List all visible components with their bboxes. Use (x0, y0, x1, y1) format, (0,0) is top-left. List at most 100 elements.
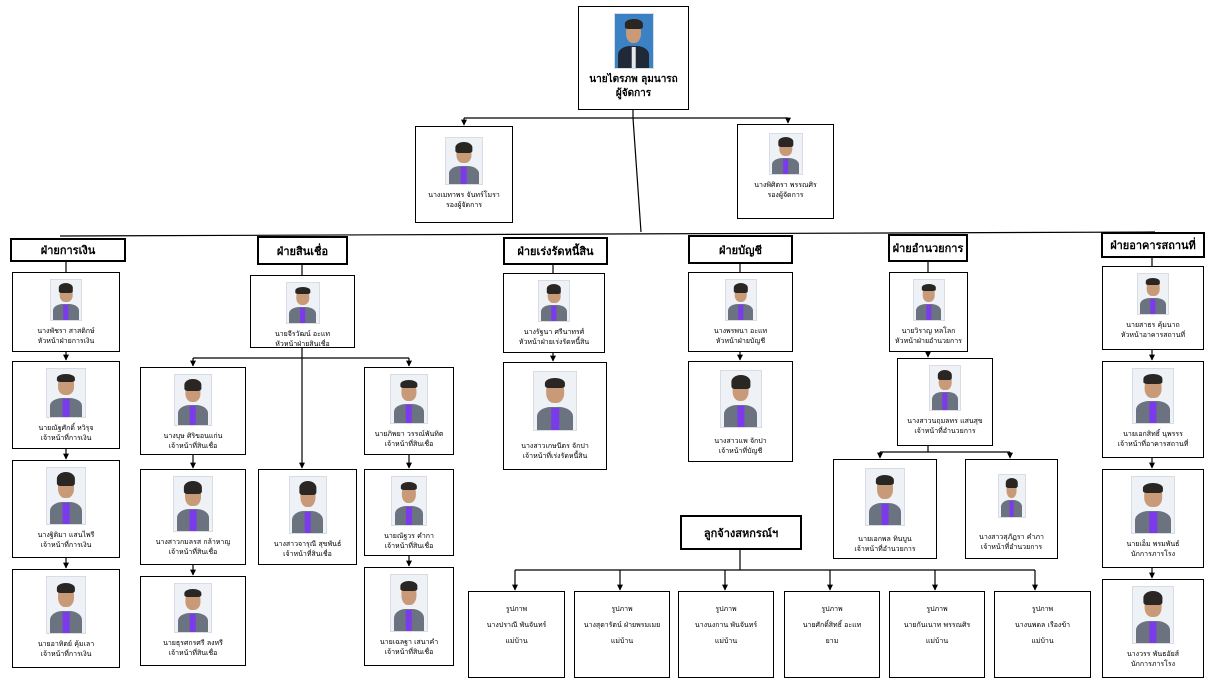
credit-right-3-name: นายเฉลฐา เสนาคำ (379, 638, 439, 646)
building-head-box[interactable]: นายสาธร คุ้มนาถ หัวหน้าอาคารสถานที่ (1102, 266, 1204, 350)
building-staff-2-name: นายเอ็ม พรมพันธ์ (1126, 540, 1180, 548)
credit-left-box-3[interactable]: นายธุรศกรศรี ลงหรี เจ้าหน้าที่สินเชื่อ (140, 576, 246, 666)
collection-head-name: นางรัฐนา ศรีนาทรศ์ (523, 328, 585, 336)
coop-member-box-4[interactable]: รูปภาพ นายศักดิ์สิทธิ์ อะแท ยาม (784, 591, 880, 678)
coop-member-box-1[interactable]: รูปภาพ นางปราณี พันจันทร์ แม่บ้าน (468, 591, 565, 678)
credit-left-3-name: นายธุรศกรศรี ลงหรี (163, 639, 223, 647)
coop-member-2-position: แม่บ้าน (610, 637, 634, 645)
finance-head-box[interactable]: นางพัชรา สาสติกษ์ หัวหน้าฝ่ายการเงิน (12, 272, 120, 352)
finance-staff-1-photo (46, 368, 86, 418)
accounting-staff-name: นางสาวแพ จักปา (714, 437, 767, 445)
coop-member-box-6[interactable]: รูปภาพ นางนพดล เรืองข้า แม่บ้าน (994, 591, 1091, 678)
admin-sub-2-photo (997, 474, 1026, 518)
finance-staff-box-2[interactable]: นางฐิติมา แสนไพรี เจ้าหน้าที่การเงิน (12, 460, 120, 558)
credit-right-1-photo (390, 374, 428, 424)
admin-sub-1-name: นายเอกพล ทินบูน (858, 535, 912, 543)
finance-staff-2-position: เจ้าหน้าที่การเงิน (40, 541, 92, 549)
finance-staff-3-position: เจ้าหน้าที่การเงิน (40, 650, 92, 658)
accounting-staff-box[interactable]: นางสาวแพ จักปา เจ้าหน้าที่บัญชี (688, 361, 793, 462)
finance-staff-box-1[interactable]: นายณัฐศักดิ์ หวิรุจ เจ้าหน้าที่การเงิน (12, 361, 120, 449)
coop-member-1-name: นางปราณี พันจันทร์ (486, 621, 547, 629)
credit-right-box-2[interactable]: นายณัฐวร คำกา เจ้าหน้าที่สินเชื่อ (364, 469, 454, 556)
admin-sub-1-photo (865, 468, 905, 526)
admin-sub-box-2[interactable]: นางสาวสุภัฏรา คำภา เจ้าหน้าที่อำนวยการ (965, 459, 1058, 559)
collection-staff-position: เจ้าหน้าที่เร่งรัดหนี้สิน (522, 452, 588, 460)
credit-right-1-name: นายภิพยา วรรณ์พันทิต (374, 430, 444, 438)
coop-member-4-role: รูปภาพ (821, 605, 843, 613)
building-staff-box-2[interactable]: นายเอ็ม พรมพันธ์ นักการภารโรง (1102, 469, 1204, 568)
building-head-name: นายสาธร คุ้มนาถ (1126, 321, 1180, 329)
admin-sub-2-name: นางสาวสุภัฏรา คำภา (979, 533, 1044, 541)
credit-left-2-position: เจ้าหน้าที่สินเชื่อ (168, 548, 218, 556)
dept-credit[interactable]: ฝ่ายสินเชื่อ (257, 236, 348, 265)
deputy-box-2[interactable]: นางพิศิตรา พรรณศิร รองผู้จัดการ (737, 124, 834, 219)
dept-collection[interactable]: ฝ่ายเร่งรัดหนี้สิน (503, 237, 608, 265)
building-staff-1-position: เจ้าหน้าที่อาคารสถานที่ (1117, 440, 1189, 448)
manager-name: นายไตรภพ ลุมนารถ (589, 74, 678, 85)
deputy-1-position: รองผู้จัดการ (445, 201, 483, 209)
credit-right-box-1[interactable]: นายภิพยา วรรณ์พันทิต เจ้าหน้าที่สินเชื่อ (364, 367, 454, 455)
credit-left-box-2[interactable]: นางสาวกมลรส กล้าหาญ เจ้าหน้าที่สินเชื่อ (140, 469, 246, 565)
coop-title-box[interactable]: ลูกจ้างสหกรณ์ฯ (680, 515, 802, 550)
dept-admin[interactable]: ฝ่ายอำนวยการ (888, 234, 968, 262)
building-staff-1-name: นายเอกสิทธิ์ นุพรรร (1123, 430, 1183, 438)
manager-photo (613, 13, 654, 69)
credit-left-2-name: นางสาวกมลรส กล้าหาญ (155, 538, 231, 546)
building-staff-2-position: นักการภารโรง (1130, 550, 1176, 558)
admin-staff-box[interactable]: นางสาวนฤมลทร แสนสุข เจ้าหน้าที่อำนวยการ (897, 358, 993, 446)
credit-left-3-position: เจ้าหน้าที่สินเชื่อ (168, 649, 218, 657)
coop-member-3-name: นางนงกาน พันจันทร์ (694, 621, 758, 629)
collection-head-box[interactable]: นางรัฐนา ศรีนาทรศ์ หัวหน้าฝ่ายเร่งรัดหนี… (503, 273, 605, 353)
deputy-1-photo (445, 137, 483, 185)
credit-middle-position: เจ้าหน้าที่สินเชื่อ (283, 550, 332, 558)
dept-finance[interactable]: ฝ่ายการเงิน (10, 238, 126, 262)
finance-staff-2-name: นางฐิติมา แสนไพรี (37, 531, 95, 539)
admin-head-position: หัวหน้าฝ่ายอำนวยการ (895, 337, 962, 345)
manager-box[interactable]: นายไตรภพ ลุมนารถ ผู้จัดการ (578, 6, 689, 110)
finance-head-position: หัวหน้าฝ่ายการเงิน (37, 337, 95, 345)
admin-sub-box-1[interactable]: นายเอกพล ทินบูน เจ้าหน้าที่อำนวยการ (833, 459, 937, 559)
collection-staff-box[interactable]: นางสาวเกษนีตร จักปา เจ้าหน้าที่เร่งรัดหน… (503, 362, 607, 470)
credit-right-2-position: เจ้าหน้าที่สินเชื่อ (384, 542, 434, 550)
coop-member-5-position: แม่บ้าน (925, 637, 949, 645)
credit-left-box-1[interactable]: นางบุษ ศิริขอนแก่น เจ้าหน้าที่สินเชื่อ (140, 367, 246, 455)
deputy-2-name: นางพิศิตรา พรรณศิร (754, 181, 817, 189)
finance-staff-1-name: นายณัฐศักดิ์ หวิรุจ (38, 424, 94, 432)
collection-staff-name: นางสาวเกษนีตร จักปา (521, 442, 589, 450)
credit-middle-photo (288, 476, 327, 534)
accounting-staff-photo (719, 370, 762, 428)
credit-head-box[interactable]: นายจีรวัฒน์ อะแท หัวหน้าฝ่ายสินเชื่อ (250, 275, 355, 348)
collection-head-photo (538, 280, 570, 322)
accounting-head-box[interactable]: นางพรพนา อะแท หัวหน้าฝ่ายบัญชี (688, 272, 793, 352)
deputy-2-photo (768, 133, 803, 175)
building-staff-box-3[interactable]: นางวรร พันธอัยส์ นักการภารโรง (1102, 579, 1204, 678)
credit-right-3-photo (390, 574, 428, 632)
finance-staff-2-photo (46, 467, 86, 525)
building-head-position: หัวหน้าอาคารสถานที่ (1120, 331, 1186, 339)
coop-member-4-position: ยาม (825, 637, 839, 645)
building-staff-box-1[interactable]: นายเอกสิทธิ์ นุพรรร เจ้าหน้าที่อาคารสถาน… (1102, 361, 1204, 458)
credit-right-box-3[interactable]: นายเฉลฐา เสนาคำ เจ้าหน้าที่สินเชื่อ (364, 567, 454, 666)
coop-member-box-3[interactable]: รูปภาพ นางนงกาน พันจันทร์ แม่บ้าน (678, 591, 774, 678)
deputy-box-1[interactable]: นางเมทาพร จันทร์โมรา รองผู้จัดการ (415, 126, 513, 223)
building-staff-3-photo (1132, 586, 1174, 644)
finance-staff-3-photo (46, 576, 86, 634)
coop-member-box-5[interactable]: รูปภาพ นายกันเนาท พรรณศิร แม่บ้าน (889, 591, 985, 678)
coop-member-1-role: รูปภาพ (505, 605, 528, 613)
collection-head-position: หัวหน้าฝ่ายเร่งรัดหนี้สิน (518, 338, 590, 346)
admin-staff-photo (929, 365, 961, 411)
coop-member-3-role: รูปภาพ (715, 605, 737, 613)
admin-head-box[interactable]: นายวิราญ หลโลก หัวหน้าฝ่ายอำนวยการ (889, 272, 968, 352)
dept-building[interactable]: ฝ่ายอาคารสถานที่ (1101, 232, 1205, 258)
coop-member-5-name: นายกันเนาท พรรณศิร (903, 621, 971, 629)
dept-accounting[interactable]: ฝ่ายบัญชี (688, 235, 793, 264)
accounting-staff-position: เจ้าหน้าที่บัญชี (718, 447, 763, 455)
credit-middle-box[interactable]: นางสาวจารุณี สุขพันธ์ เจ้าหน้าที่สินเชื่… (258, 469, 357, 565)
coop-member-3-position: แม่บ้าน (714, 637, 738, 645)
finance-head-photo (50, 279, 82, 321)
coop-member-box-2[interactable]: รูปภาพ นางสุดารัตน์ ฝ่ายพรมเมย แม่บ้าน (574, 591, 670, 678)
building-staff-3-name: นางวรร พันธอัยส์ (1126, 650, 1180, 658)
admin-head-name: นายวิราญ หลโลก (901, 327, 956, 335)
finance-staff-box-3[interactable]: นายอาทิตย์ คุ้มเลา เจ้าหน้าที่การเงิน (12, 569, 120, 668)
finance-staff-3-name: นายอาทิตย์ คุ้มเลา (37, 640, 95, 648)
